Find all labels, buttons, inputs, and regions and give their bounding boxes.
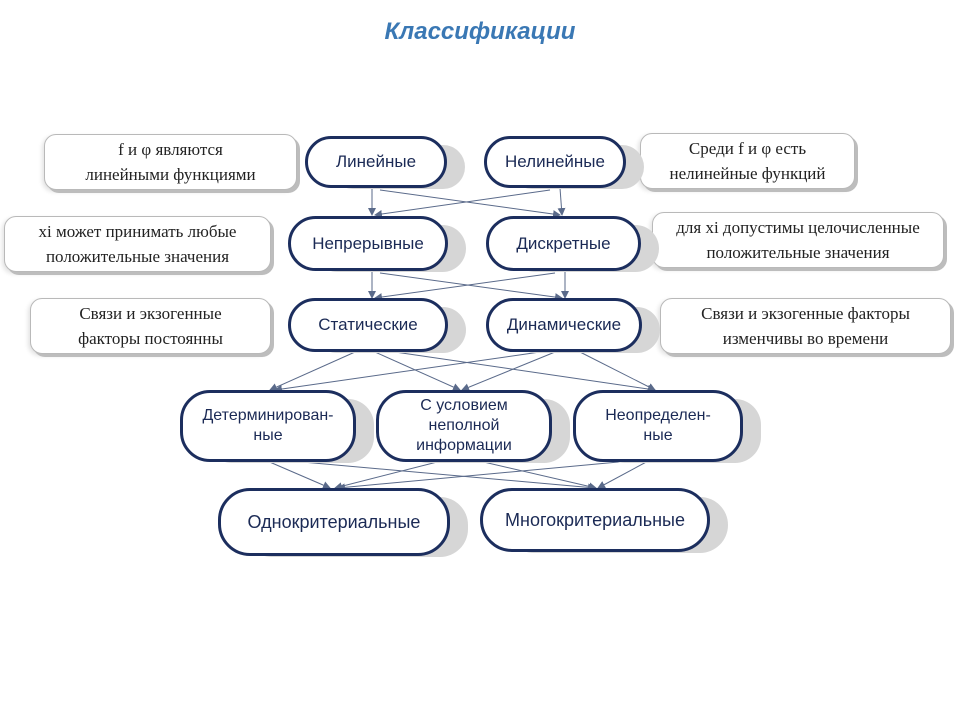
node-uncertain: Неопределен-ные: [573, 390, 743, 462]
connector-dynamic-uncertain: [579, 351, 656, 391]
connector-continuous-dynamic: [379, 272, 563, 302]
node-static: Статические: [288, 298, 448, 352]
node-continuous: Непрерывные: [288, 216, 448, 271]
connector-nonlinear-discrete: [557, 187, 566, 216]
connector-linear-discrete: [379, 189, 561, 218]
node-discrete: Дискретные: [486, 216, 641, 271]
connector-dynamic-deterministic: [274, 351, 541, 393]
connector-uncertain-multi: [597, 459, 651, 489]
connector-deterministic-multi: [279, 459, 596, 492]
node-deterministic: Детерминирован-ные: [180, 390, 356, 462]
node-dynamic: Динамические: [486, 298, 642, 352]
node-single-criterion: Однокритериальные: [218, 488, 450, 556]
page-title: Классификации: [384, 18, 576, 45]
connector-static-uncertain: [394, 351, 656, 393]
connector-nonlinear-continuous: [374, 189, 551, 218]
connector-deterministic-single: [264, 459, 331, 489]
connector-static-incomplete: [374, 351, 461, 391]
connector-static-deterministic: [269, 351, 356, 391]
connector-uncertain-single: [337, 459, 641, 492]
connector-discrete-static: [374, 272, 556, 301]
connector-dynamic-incomplete: [461, 351, 556, 392]
connector-incomplete-single: [334, 459, 446, 491]
node-linear: Линейные: [305, 136, 447, 188]
connector-incomplete-multi: [474, 459, 597, 491]
node-nonlinear: Нелинейные: [484, 136, 626, 188]
node-multi-criterion: Многокритериальные: [480, 488, 710, 552]
